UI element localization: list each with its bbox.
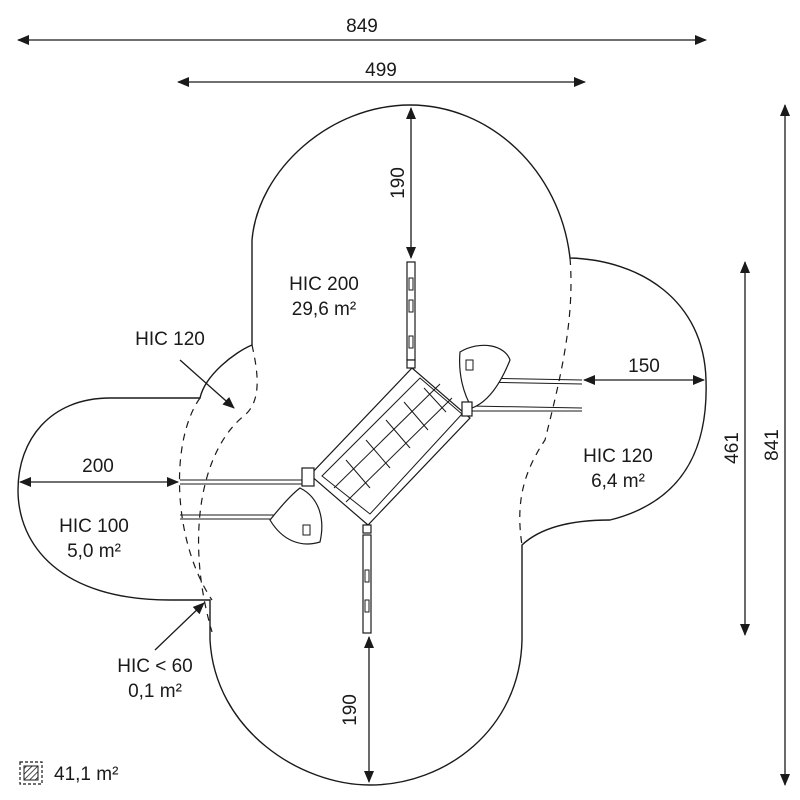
dashed-boundary-upper-left bbox=[178, 397, 213, 601]
dim-841-label: 841 bbox=[762, 429, 783, 461]
dashed-boundary-right bbox=[519, 257, 572, 546]
zone-right-hic: HIC 120 bbox=[583, 446, 653, 467]
dim-150-label: 150 bbox=[628, 356, 660, 377]
left-platform bbox=[269, 467, 323, 545]
zone-right-area: 6,4 m² bbox=[591, 471, 645, 492]
top-slide bbox=[406, 261, 416, 361]
zone-top-hic: HIC 200 bbox=[289, 274, 359, 295]
dim-461-label: 461 bbox=[722, 432, 743, 464]
dim-200-label: 200 bbox=[82, 456, 114, 477]
pointer-hic120-arrow bbox=[179, 359, 235, 409]
zone-top-area: 29,6 m² bbox=[292, 299, 356, 320]
dashed-boundary-left bbox=[198, 344, 258, 633]
zone-small-area: 0,1 m² bbox=[128, 681, 182, 702]
right-platform bbox=[459, 344, 511, 417]
dim-849-label: 849 bbox=[346, 16, 378, 37]
climbing-bridge bbox=[309, 367, 471, 526]
hatched-surface-icon bbox=[19, 761, 43, 785]
top-joint bbox=[406, 359, 416, 369]
zone-left-hic: HIC 100 bbox=[59, 516, 129, 537]
zone-left-area: 5,0 m² bbox=[67, 541, 121, 562]
dim-190-top-label: 190 bbox=[388, 167, 409, 199]
dim-190-bottom-label: 190 bbox=[340, 694, 361, 726]
legend-total-area: 41,1 m² bbox=[54, 764, 118, 785]
zone-small-hic: HIC < 60 bbox=[117, 656, 193, 677]
pointer-hic120-label: HIC 120 bbox=[135, 329, 205, 350]
pointer-hic60-arrow bbox=[154, 602, 205, 651]
bottom-joint bbox=[362, 524, 372, 534]
bottom-slide bbox=[362, 534, 372, 634]
safety-zone-outline bbox=[17, 104, 707, 786]
dim-499-label: 499 bbox=[365, 60, 397, 81]
